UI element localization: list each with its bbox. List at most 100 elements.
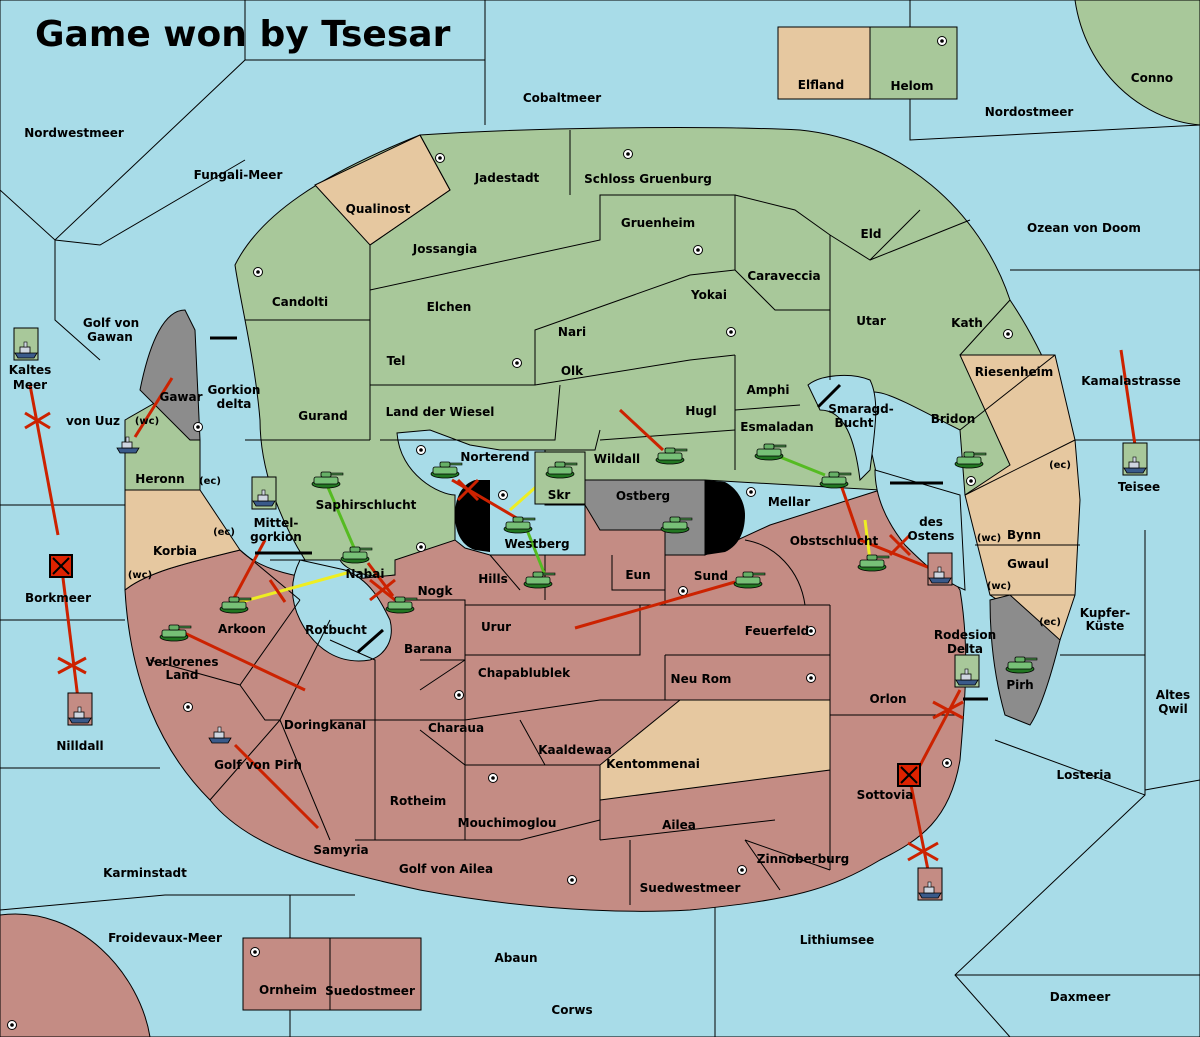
units xyxy=(13,327,1148,901)
territory-label: Mouchimoglou xyxy=(458,816,557,830)
territory-label: Elchen xyxy=(427,300,472,314)
convoy-order-line xyxy=(863,519,872,561)
failed-order-marks xyxy=(24,411,964,862)
territory-label: Utar xyxy=(856,314,886,328)
territory-label: Eun xyxy=(625,568,650,582)
territory-label: Zinnoberburg xyxy=(757,852,849,866)
territory-label: Daxmeer xyxy=(1050,990,1111,1004)
retreat-arrow xyxy=(357,628,384,654)
territory-label: Kamalastrasse xyxy=(1081,374,1181,388)
territory-label: Arkoon xyxy=(218,622,266,636)
territory-label: Gorkion xyxy=(208,383,261,397)
territory-label: Urur xyxy=(481,620,511,634)
territory-label: Nari xyxy=(558,325,586,339)
attack-order-arrow xyxy=(133,377,174,438)
territory-label: Delta xyxy=(947,642,983,656)
failed-order-x xyxy=(57,656,87,675)
fleet-unit xyxy=(67,692,93,726)
failed-order-x xyxy=(932,700,964,720)
fleet-unit xyxy=(954,654,980,688)
territory-label: Kaaldewaa xyxy=(538,743,612,757)
territory-label: Corws xyxy=(551,1003,592,1017)
territory-label: delta xyxy=(217,397,252,411)
fleet-unit xyxy=(927,552,953,586)
dislodged-x xyxy=(897,763,921,787)
attack-order-arrow xyxy=(177,628,306,692)
territory-label: Amphi xyxy=(746,383,789,397)
territory-label: Heronn xyxy=(135,472,184,486)
territory-label: Teisee xyxy=(1118,480,1160,494)
retreat-arrow xyxy=(816,383,842,409)
fleet-unit xyxy=(13,327,39,361)
territory-label: Ozean von Doom xyxy=(1027,221,1141,235)
territory-label: Cobaltmeer xyxy=(523,91,601,105)
territory-label: Gawan xyxy=(87,330,133,344)
fleet-unit xyxy=(917,867,943,901)
attack-order-arrow xyxy=(913,689,962,776)
territory-label: Ostberg xyxy=(616,489,670,503)
supply-center-marker xyxy=(746,487,756,497)
coast-tag: (wc) xyxy=(977,533,1001,544)
territory-label: Olk xyxy=(561,364,584,378)
territory-label: Jossangia xyxy=(412,242,477,256)
territory-label: Kupfer- xyxy=(1080,606,1130,620)
order-arrows xyxy=(28,336,1137,871)
territory-label: Küste xyxy=(1086,619,1125,633)
territory-label: Fungali-Meer xyxy=(194,168,283,182)
territory-label: Bucht xyxy=(834,416,873,430)
attack-order-arrow xyxy=(1119,349,1137,446)
attack-order-arrow xyxy=(28,384,60,536)
territory-label: Rodesion xyxy=(934,628,996,642)
dislodged-marks xyxy=(49,554,921,787)
territory-label: Westberg xyxy=(504,537,569,551)
territory-label: Bridon xyxy=(931,412,976,426)
territory-label: Pirh xyxy=(1006,678,1033,692)
territory-label: Esmaladan xyxy=(740,420,813,434)
coast-tag: (wc) xyxy=(135,416,159,427)
territory-label: Sund xyxy=(694,569,728,583)
supply-center-marker xyxy=(183,702,193,712)
territory-label: Charaua xyxy=(428,721,484,735)
territory-label: von Uuz xyxy=(66,414,120,428)
territory-label: Eld xyxy=(861,227,882,241)
territory-label: Ailea xyxy=(662,818,696,832)
territory-label: Nabai xyxy=(346,567,385,581)
supply-centers xyxy=(7,36,1013,1030)
supply-center-marker xyxy=(7,1020,17,1030)
coast-tag: (ec) xyxy=(1039,617,1061,628)
supply-center-marker xyxy=(512,358,522,368)
territory-label: Kentommenai xyxy=(606,757,700,771)
territory-label: Hills xyxy=(478,572,508,586)
coast-tag: (ec) xyxy=(1049,460,1071,471)
territory-label: des xyxy=(919,515,943,529)
territory-label: Rotbucht xyxy=(305,623,367,637)
territory-label: Norterend xyxy=(460,450,529,464)
territory-label: Qualinost xyxy=(346,202,411,216)
territory-label: Abaun xyxy=(494,951,537,965)
territory-label: Hugl xyxy=(685,404,716,418)
failed-order-x xyxy=(268,579,287,603)
territory-label: Lithiumsee xyxy=(800,933,875,947)
territory-label: Yokai xyxy=(690,288,727,302)
territory-label: Skr xyxy=(548,488,571,502)
territory-label: Ornheim xyxy=(259,983,317,997)
territory-label: Kath xyxy=(951,316,983,330)
coast-tag: (wc) xyxy=(128,570,152,581)
supply-center-marker xyxy=(937,36,947,46)
territory-label: Tel xyxy=(387,354,406,368)
attack-order-arrow xyxy=(838,481,936,572)
supply-center-marker xyxy=(250,947,260,957)
territory-label: Suedwestmeer xyxy=(640,881,741,895)
territory-label: Altes xyxy=(1156,688,1190,702)
supply-center-marker xyxy=(806,626,816,636)
territory-label: Land xyxy=(166,668,199,682)
supply-center-marker xyxy=(416,542,426,552)
supply-center-marker xyxy=(567,875,577,885)
territory-label: Chapablublek xyxy=(478,666,571,680)
supply-center-marker xyxy=(693,245,703,255)
territory-label: Jadestadt xyxy=(474,171,540,185)
territory-label: Helom xyxy=(890,79,933,93)
